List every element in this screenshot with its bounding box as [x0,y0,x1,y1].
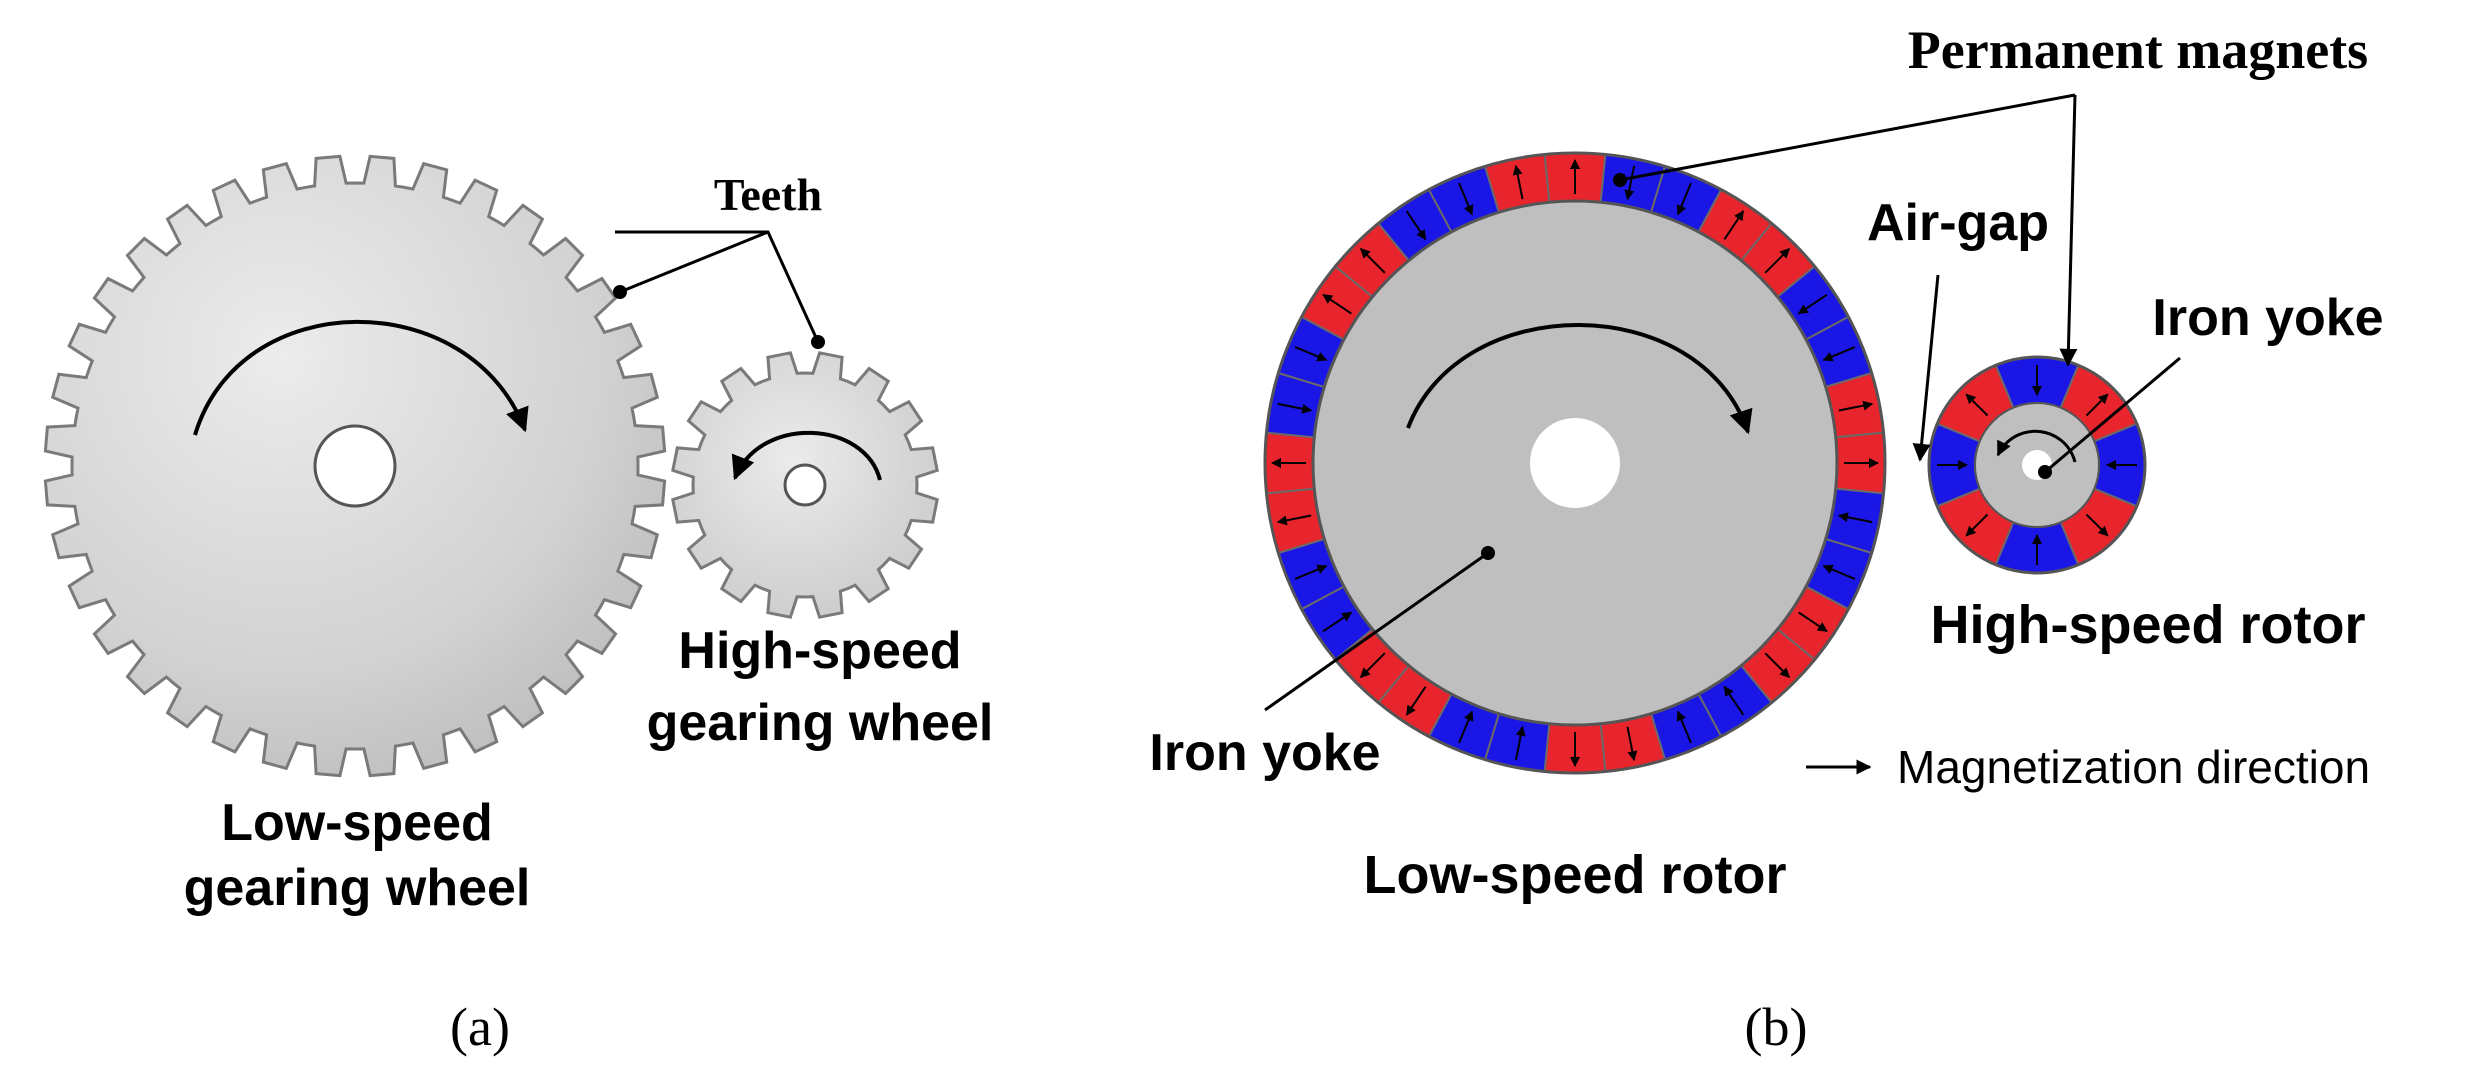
iron-yoke-small-callout [2038,356,2181,479]
panel-a: Teeth High-speed gearing wheel Low-speed… [43,154,994,1057]
low-speed-magnetization-arrow [1360,652,1386,678]
low-speed-magnetization-arrow [1294,564,1328,580]
low-speed-magnetization-arrow [1458,710,1474,744]
low-speed-magnetization-arrow [1723,210,1745,240]
low-speed-magnetization-arrow [1294,346,1328,362]
low-speed-gear-label-line2: gearing wheel [184,859,531,917]
iron-yoke-large-callout [1264,546,1495,712]
low-speed-rotor-hole [1530,418,1620,508]
low-speed-rotor [1263,151,1887,775]
low-speed-magnetization-arrow [1676,710,1692,744]
high-speed-rotation-arrow [731,430,882,481]
low-speed-magnetization-arrow [1624,165,1636,201]
low-speed-magnetization-arrow [1822,346,1856,362]
teeth-dot-large [613,285,627,299]
low-speed-rotation-arrow [193,319,529,436]
low-speed-magnetization-arrow [1514,725,1526,761]
high-speed-rotor [1927,355,2147,575]
low-speed-magnetization-arrow [1458,182,1474,216]
high-speed-gear-label-line2: gearing wheel [647,694,994,752]
high-speed-gear-hole [783,463,827,507]
iron-yoke-large-label: Iron yoke [1149,724,1380,782]
high-speed-magnetization-arrow [2085,393,2109,417]
low-speed-magnetization-arrow [1723,685,1745,716]
low-speed-magnetization-arrow [1322,611,1353,633]
low-speed-magnetization-arrow [1764,652,1790,678]
low-speed-magnetization-arrow [1838,400,1874,412]
high-speed-rotor-outline [1927,355,2147,575]
low-speed-magnetization-arrow [1797,293,1828,315]
low-speed-magnetization-arrow [1822,564,1856,580]
permanent-magnets-label: Permanent magnets [1908,20,2368,80]
low-speed-magnetization-arrow [1277,402,1313,414]
high-speed-rotor-label: High-speed rotor [1930,595,2365,655]
low-speed-magnetization-arrow [1676,182,1692,216]
legend-label: Magnetization direction [1897,741,2370,793]
low-speed-magnetization-arrow [1764,248,1790,274]
low-speed-rotor-label: Low-speed rotor [1363,845,1786,905]
caption-b: (b) [1745,997,1808,1057]
low-speed-rotor-magnets [1264,152,1886,774]
legend: Magnetization direction [1806,741,2370,793]
low-speed-magnetization-arrow [1405,686,1427,716]
low-speed-magnetization-arrow [1512,164,1524,200]
iron-yoke-small-label: Iron yoke [2152,289,2383,347]
panel-b: Permanent magnets Air-gap Iron yoke High… [1149,20,2383,1057]
low-speed-gear [43,154,667,778]
high-speed-gear [671,351,939,619]
low-speed-magnetization-arrow [1360,248,1386,274]
high-speed-magnetization-arrow [2085,513,2109,537]
low-speed-magnetization-arrow [1322,293,1352,315]
low-speed-magnetization-arrow [1837,512,1873,524]
low-speed-gear-label-line1: Low-speed [221,794,493,852]
high-speed-magnetization-arrow [1965,513,1989,537]
low-speed-magnetization-arrow [1405,210,1427,241]
low-speed-rotor-rotation-arrow [1406,323,1753,435]
teeth-callout [613,230,825,349]
low-speed-magnetization-arrow [1626,726,1638,762]
teeth-label: Teeth [714,169,822,220]
caption-a: (a) [450,997,510,1057]
teeth-dot-small [811,335,825,349]
low-speed-rotor-outline [1263,151,1887,775]
high-speed-magnetization-arrow [1965,393,1989,417]
permanent-magnets-callout [1613,93,2078,367]
air-gap-callout [1912,274,1940,462]
low-speed-magnetization-arrow [1798,611,1828,633]
air-gap-label: Air-gap [1867,194,2049,252]
low-speed-magnetization-arrow [1276,514,1312,526]
high-speed-gear-label-line1: High-speed [678,622,961,680]
low-speed-gear-hole [313,424,397,508]
